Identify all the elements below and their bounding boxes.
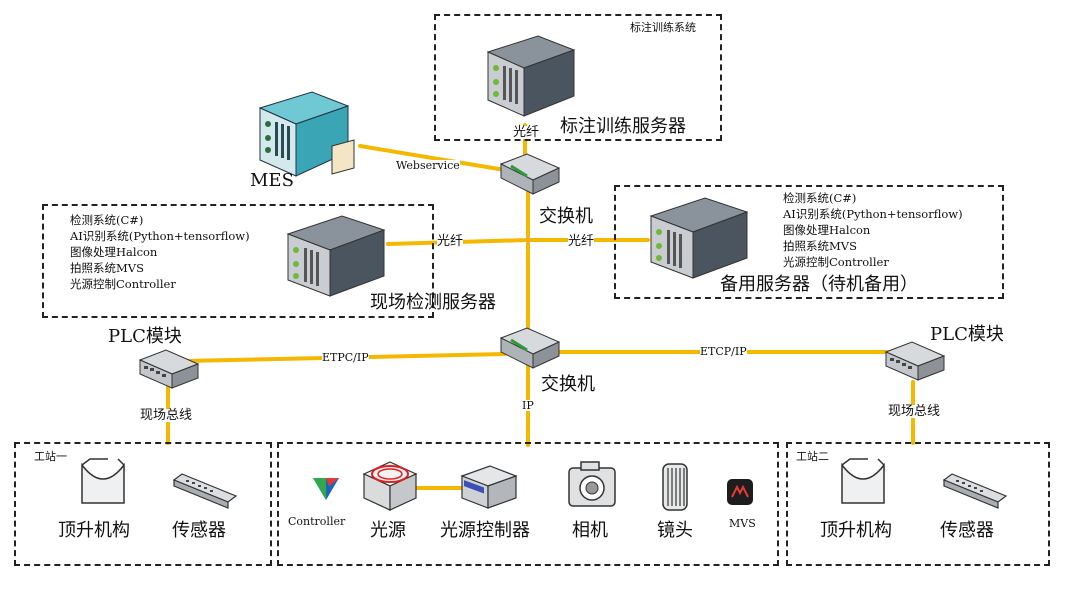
backup-item: 拍照系统MVS [783, 239, 857, 253]
mvs-label: MVS [729, 517, 756, 530]
top-switch-icon [499, 153, 561, 195]
detection-item: 光源控制Controller [70, 277, 176, 291]
backup-system-box [614, 185, 1004, 299]
lift-mechanism-icon [81, 458, 125, 504]
etpc-ip-label: ETPC/IP [322, 351, 369, 364]
training-box-title: 标注训练系统 [630, 21, 696, 34]
light-source-label: 光源 [370, 520, 406, 541]
mvs-logo-icon [727, 479, 753, 505]
station-one-sensor-label: 传感器 [172, 520, 226, 541]
link-mes-switch [358, 144, 507, 172]
backup-server-label: 备用服务器（待机备用） [720, 274, 918, 295]
mes-server-icon [258, 91, 355, 177]
fiber-label-right: 光纤 [568, 234, 595, 249]
lens-label: 镜头 [657, 520, 693, 541]
detection-item: 图像处理Halcon [70, 245, 158, 259]
plc-left-icon [138, 349, 200, 389]
fieldbus-left-label: 现场总线 [140, 408, 193, 423]
bottom-switch-label: 交换机 [541, 374, 595, 395]
fiber-label-top: 光纤 [513, 125, 540, 140]
backup-item: 检测系统(C#) [783, 191, 857, 205]
controller-label: Controller [288, 515, 346, 528]
mes-label: MES [250, 170, 294, 191]
plc-right-icon [884, 341, 946, 381]
fiber-label-left: 光纤 [437, 234, 464, 249]
station-one-box [14, 442, 272, 566]
backup-item: 图像处理Halcon [783, 223, 871, 237]
station-two-box [786, 442, 1050, 566]
light-controller-label: 光源控制器 [440, 520, 530, 541]
detection-server-icon [286, 215, 386, 297]
top-switch-label: 交换机 [539, 206, 593, 227]
backup-server-icon [649, 197, 749, 279]
plc-right-label: PLC模块 [930, 324, 1004, 345]
backup-item: 光源控制Controller [783, 255, 889, 269]
vision-system-box [277, 442, 779, 566]
sensor-icon [172, 473, 238, 509]
camera-icon [568, 461, 616, 507]
etcp-ip-label: ETCP/IP [700, 345, 747, 358]
station-one-title: 工站一 [34, 450, 67, 463]
detection-server-label: 现场检测服务器 [370, 292, 496, 313]
station-two-lift-label: 顶升机构 [820, 520, 892, 541]
detection-item: AI识别系统(Python+tensorflow) [70, 229, 250, 243]
webservice-label: Webservice [396, 159, 460, 172]
light-source-icon [362, 461, 418, 511]
training-system-box [434, 14, 722, 141]
controller-logo-icon [313, 478, 339, 500]
detection-system-box [42, 204, 434, 318]
station-one-lift-label: 顶升机构 [58, 520, 130, 541]
training-server-icon [486, 35, 576, 117]
backup-item: AI识别系统(Python+tensorflow) [783, 207, 963, 221]
station-two-title: 工站二 [796, 450, 829, 463]
bottom-switch-icon [499, 327, 561, 369]
detection-item: 检测系统(C#) [70, 213, 144, 227]
training-server-label: 标注训练服务器 [560, 116, 686, 137]
light-controller-icon [460, 465, 518, 509]
detection-item: 拍照系统MVS [70, 261, 144, 275]
lift-mechanism-icon [841, 458, 885, 504]
station-two-sensor-label: 传感器 [940, 520, 994, 541]
backup-system-list: 检测系统(C#) AI识别系统(Python+tensorflow) 图像处理H… [783, 190, 963, 270]
camera-label: 相机 [572, 520, 608, 541]
sensor-icon [942, 473, 1008, 509]
ip-label: IP [522, 399, 534, 412]
plc-left-label: PLC模块 [108, 326, 182, 347]
lens-icon [662, 463, 688, 511]
detection-system-list: 检测系统(C#) AI识别系统(Python+tensorflow) 图像处理H… [70, 212, 250, 292]
fieldbus-right-label: 现场总线 [888, 404, 941, 419]
